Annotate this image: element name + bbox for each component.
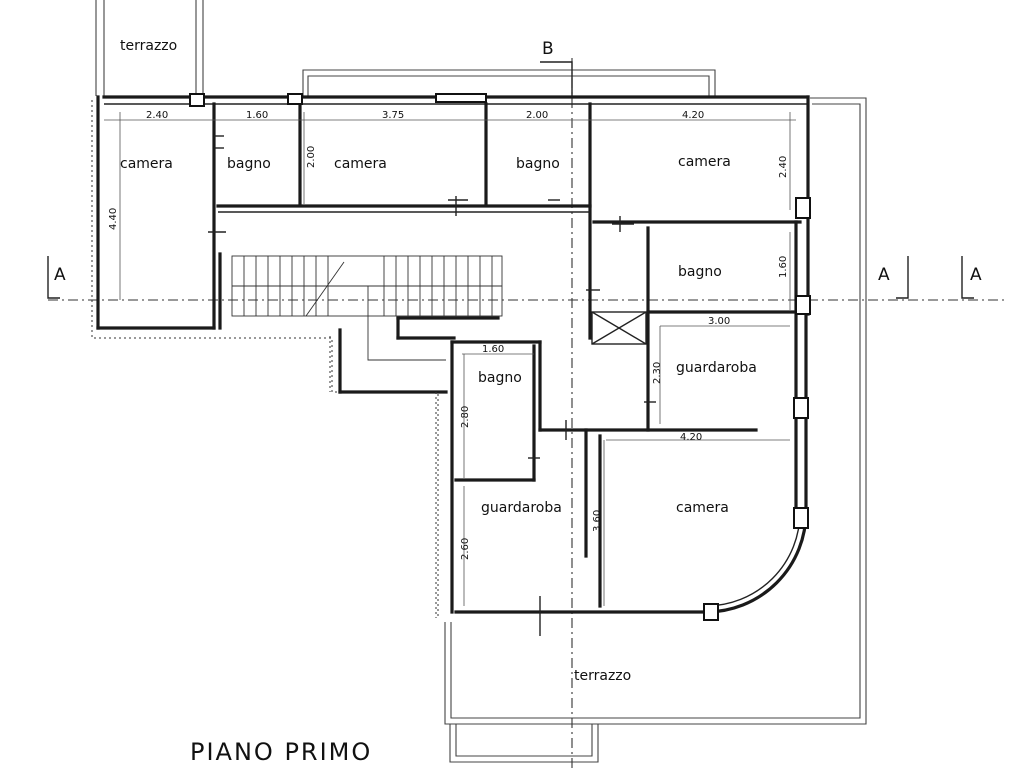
section-a-far-right: A [970, 265, 982, 285]
room-camera-3: camera [678, 154, 731, 170]
room-camera-4: camera [676, 500, 729, 516]
dim-230-vertical: 2.30 [652, 362, 663, 384]
section-b-top: B [542, 39, 554, 59]
room-bagno-1: bagno [227, 156, 271, 172]
dim-420-top: 4.20 [682, 110, 704, 121]
room-guardaroba-1: guardaroba [676, 360, 757, 376]
dim-200-vertical: 2.00 [306, 146, 317, 168]
staircase [231, 255, 503, 361]
door-marks [208, 135, 656, 636]
dimension-labels: 2.40 1.60 3.75 2.00 4.20 2.00 4.40 2.40 … [108, 110, 789, 560]
dim-200-top: 2.00 [526, 110, 548, 121]
section-lines [47, 58, 1004, 768]
room-terrazzo-bottom: terrazzo [574, 668, 631, 684]
dim-300: 3.00 [708, 316, 730, 327]
room-terrazzo-top: terrazzo [120, 38, 177, 54]
plan-title: PIANO PRIMO [190, 738, 372, 766]
dim-360-vertical: 3.60 [592, 510, 603, 532]
dim-280-vertical: 2.80 [460, 406, 471, 428]
section-marks: A A A B [54, 39, 982, 285]
section-a-left: A [54, 265, 66, 285]
room-bagno-4: bagno [478, 370, 522, 386]
dim-240-vertical: 2.40 [778, 156, 789, 178]
dim-160-vertical: 1.60 [778, 256, 789, 278]
dim-420-mid: 4.20 [680, 432, 702, 443]
room-bagno-2: bagno [516, 156, 560, 172]
lower-hatch [329, 336, 437, 618]
room-guardaroba-2: guardaroba [481, 500, 562, 516]
dim-160-mid: 1.60 [482, 344, 504, 355]
dim-260-vertical: 2.60 [460, 538, 471, 560]
section-a-right: A [878, 265, 890, 285]
walls [96, 93, 811, 621]
dimension-lines [104, 112, 796, 606]
room-labels: terrazzo camera bagno camera bagno camer… [120, 38, 757, 684]
dim-160-top: 1.60 [246, 110, 268, 121]
dim-240-top: 2.40 [146, 110, 168, 121]
dim-440-vertical: 4.40 [108, 208, 119, 230]
room-bagno-3: bagno [678, 264, 722, 280]
terrace-outlines [91, 0, 867, 763]
room-camera-2: camera [334, 156, 387, 172]
dim-375: 3.75 [382, 110, 404, 121]
room-camera-1: camera [120, 156, 173, 172]
